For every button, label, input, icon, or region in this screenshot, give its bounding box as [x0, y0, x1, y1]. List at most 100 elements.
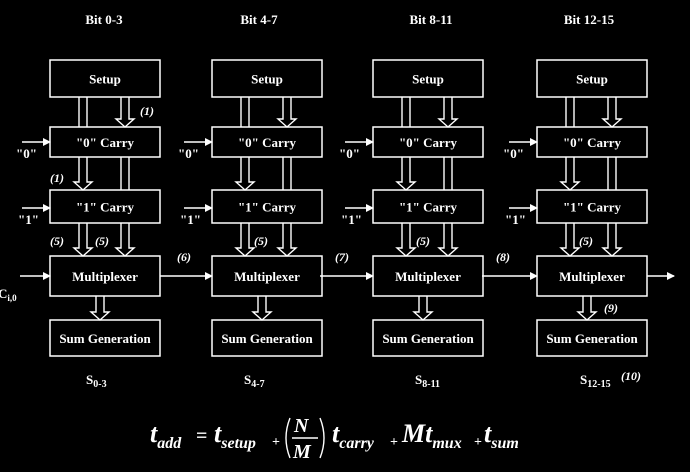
- setup-label-col3: Setup: [412, 72, 444, 87]
- mux-label-col3: Multiplexer: [395, 269, 461, 284]
- annotation-5-col4: (5): [579, 234, 593, 248]
- carry0-left-arrow-col3: [395, 157, 417, 191]
- formula-Mt-mux: Mtmux: [401, 419, 462, 452]
- annotation-9: (9): [604, 301, 618, 315]
- annotation-6: (6): [177, 250, 191, 264]
- carry1-left-arrow-col2: [234, 223, 256, 257]
- setup-right-arrow-col2: [276, 97, 298, 128]
- zero-input-label-col2: "0": [178, 146, 199, 161]
- header-bit-8-11: Bit 8-11: [410, 12, 453, 27]
- carry0-label-col4: "0" Carry: [563, 135, 622, 150]
- mux-to-sum-arrow-col4: [576, 296, 598, 321]
- sum-label-col3: Sum Generation: [382, 331, 474, 346]
- formula-t-carry: tcarry: [332, 419, 375, 452]
- annotation-5-col2: (5): [254, 234, 268, 248]
- formula-plus-2: +: [390, 435, 398, 450]
- carry1-right-arrow-col1: [114, 223, 136, 257]
- setup-right-arrow-col3: [437, 97, 459, 128]
- setup-left-pipe-col2: [240, 97, 250, 127]
- header-bit-4-7: Bit 4-7: [240, 12, 278, 27]
- sum-box-col4: [536, 319, 648, 357]
- formula-t-setup: tsetup: [214, 419, 256, 452]
- setup-box-col1: [49, 59, 161, 98]
- setup-right-arrow-col1: [114, 97, 136, 128]
- one-input-label-col4: "1": [505, 212, 526, 227]
- one-input-label-col3: "1": [341, 212, 362, 227]
- carry0-right-pipe-col1: [120, 157, 130, 190]
- formula-equals: =: [196, 425, 207, 447]
- annotation-8: (8): [496, 250, 510, 264]
- mux-to-sum-arrow-col1: [89, 296, 111, 321]
- mux-to-sum-arrow-col2: [251, 296, 273, 321]
- sum-label-8-11: S8-11: [415, 372, 440, 390]
- annotations: (1) (1) (5) (5) (5) (5) (5) (6) (7) (8) …: [50, 104, 641, 383]
- setup-label-col2: Setup: [251, 72, 283, 87]
- sum-label-12-15: S12-15: [580, 372, 611, 390]
- setup-left-pipe-col1: [78, 97, 88, 127]
- sum-label-4-7: S4-7: [244, 372, 265, 390]
- carry0-left-arrow-col1: [72, 157, 94, 191]
- sum-box-col2: [211, 319, 323, 357]
- annotation-10: (10): [621, 369, 641, 383]
- setup-label-col1: Setup: [89, 72, 121, 87]
- carry0-right-pipe-col2: [282, 157, 292, 190]
- sum-box-col3: [372, 319, 484, 357]
- carry1-label-col1: "1" Carry: [76, 200, 135, 215]
- carry1-left-arrow-col4: [559, 223, 581, 257]
- zero-input-label-col1: "0": [16, 146, 37, 161]
- carry0-label-col1: "0" Carry: [76, 135, 135, 150]
- carry1-right-arrow-col3: [437, 223, 459, 257]
- formula-M: M: [292, 441, 312, 463]
- header-bit-0-3: Bit 0-3: [85, 12, 123, 27]
- carry0-right-pipe-col4: [607, 157, 617, 190]
- sum-label-col2: Sum Generation: [221, 331, 313, 346]
- setup-left-pipe-col4: [565, 97, 575, 127]
- sum-label-col4: Sum Generation: [546, 331, 638, 346]
- mux-to-sum-arrow-col3: [412, 296, 434, 321]
- sum-label-col1: Sum Generation: [59, 331, 151, 346]
- carry0-left-arrow-col4: [559, 157, 581, 191]
- mux-label-col4: Multiplexer: [559, 269, 625, 284]
- one-input-label-col2: "1": [180, 212, 201, 227]
- setup-left-pipe-col3: [401, 97, 411, 127]
- formula-t-add: tadd: [150, 419, 182, 452]
- carry1-right-arrow-col2: [276, 223, 298, 257]
- carry1-label-col3: "1" Carry: [399, 200, 458, 215]
- setup-box-col2: [211, 59, 323, 98]
- formula-left-paren: [285, 417, 291, 459]
- setup-right-arrow-col4: [601, 97, 623, 128]
- formula-plus-3: +: [474, 435, 482, 450]
- zero-input-label-col3: "0": [339, 146, 360, 161]
- formula-N: N: [293, 415, 310, 437]
- carry1-label-col2: "1" Carry: [238, 200, 297, 215]
- sum-box-col1: [49, 319, 161, 357]
- mux-label-col2: Multiplexer: [234, 269, 300, 284]
- formula-t-sum: tsum: [484, 419, 519, 452]
- annotation-5-col1: (5): [95, 234, 109, 248]
- mux-label-col1: Multiplexer: [72, 269, 138, 284]
- annotation-5-col3: (5): [416, 234, 430, 248]
- carry1-left-arrow-col1: [72, 223, 94, 257]
- setup-box-col4: [536, 59, 648, 98]
- formula-plus-1: +: [272, 435, 280, 450]
- annotation-5-left: (5): [50, 234, 64, 248]
- carry1-label-col4: "1" Carry: [563, 200, 622, 215]
- one-input-label-col1: "1": [18, 212, 39, 227]
- carry1-left-arrow-col3: [395, 223, 417, 257]
- header-bit-12-15: Bit 12-15: [564, 12, 615, 27]
- carry1-right-arrow-col4: [601, 223, 623, 257]
- formula-right-paren: [319, 417, 325, 459]
- delay-formula: tadd = tsetup + N M tcarry + Mtmux + tsu…: [150, 415, 519, 463]
- zero-input-label-col4: "0": [503, 146, 524, 161]
- annotation-1-left: (1): [50, 171, 64, 185]
- carry0-label-col2: "0" Carry: [238, 135, 297, 150]
- sum-label-0-3: S0-3: [86, 372, 107, 390]
- carry0-label-col3: "0" Carry: [399, 135, 458, 150]
- carry0-right-pipe-col3: [443, 157, 453, 190]
- carry0-left-arrow-col2: [234, 157, 256, 191]
- annotation-1-top: (1): [140, 104, 154, 118]
- annotation-7: (7): [335, 250, 349, 264]
